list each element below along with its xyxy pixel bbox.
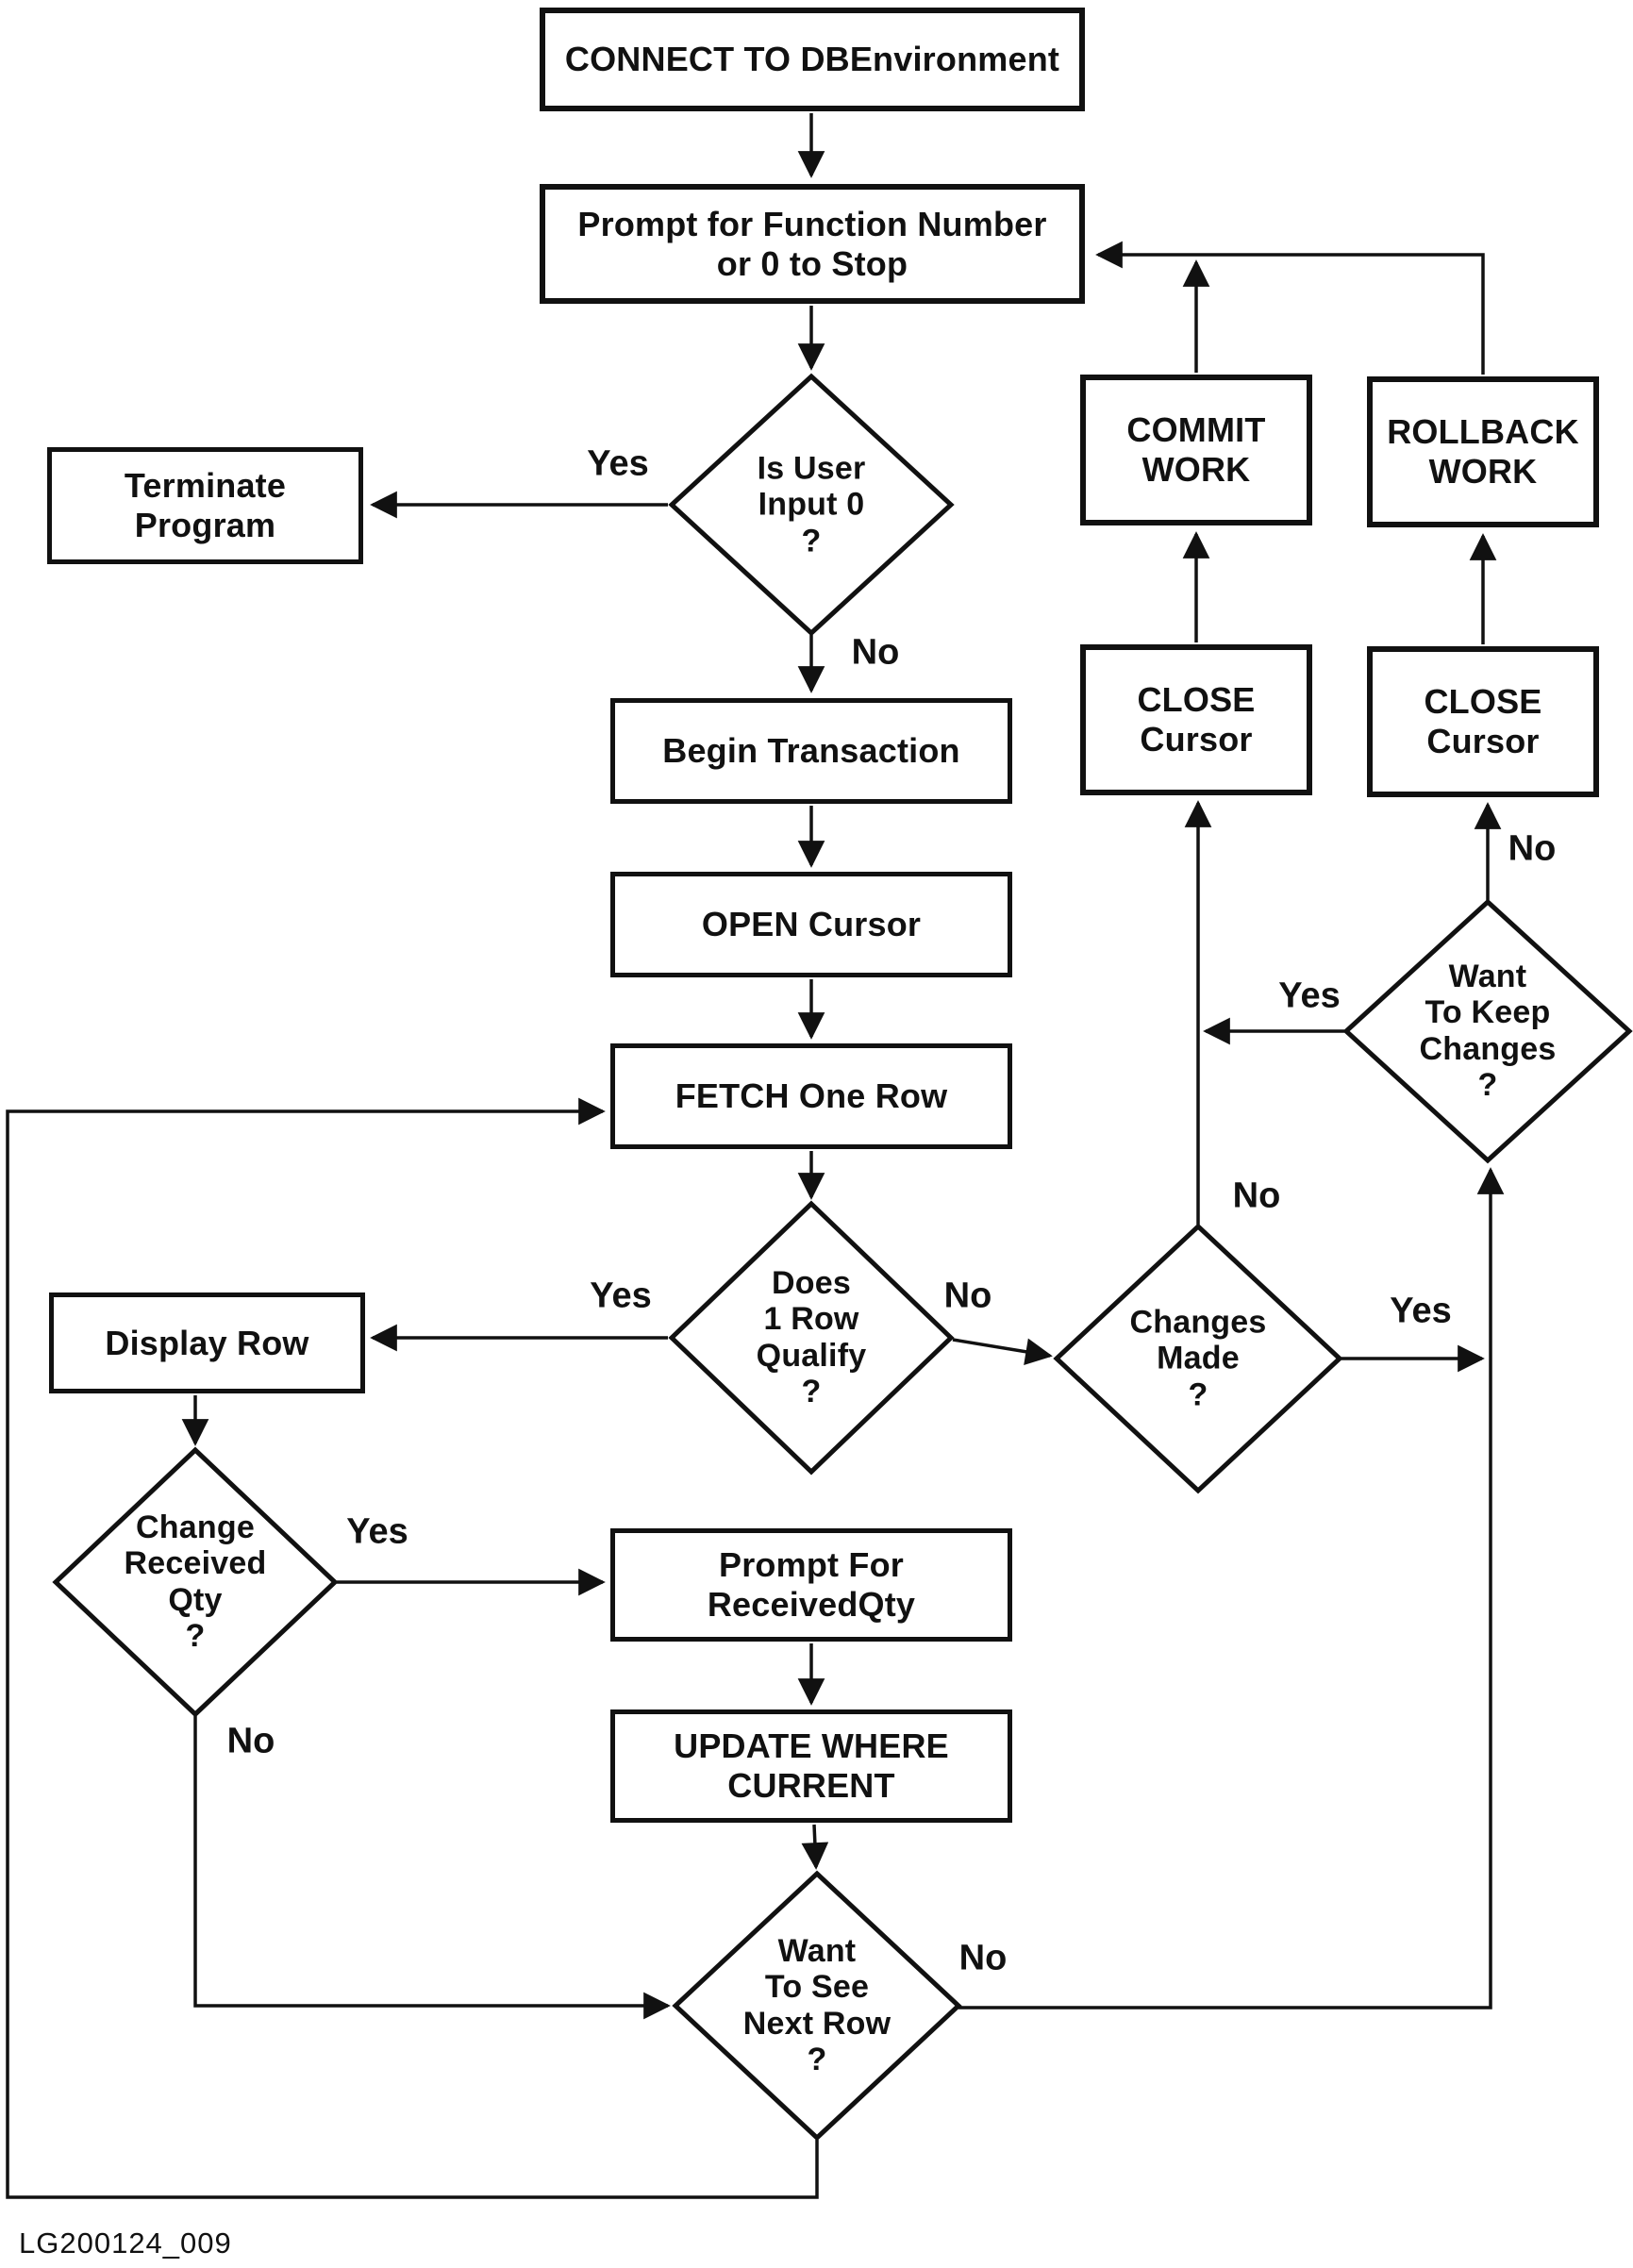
want-to-keep-changes-diamond-shape — [1342, 898, 1633, 1164]
chgqty-yes-label: Yes — [346, 1511, 408, 1552]
want-to-see-next-row-diamond-shape — [672, 1870, 962, 2142]
want-to-keep-changes-diamond: Want To Keep Changes ? — [1419, 959, 1557, 1104]
update-where-current-box: UPDATE WHERE CURRENT — [610, 1709, 1012, 1823]
qualify-yes-label: Yes — [590, 1276, 652, 1316]
change-received-qty-diamond-shape — [52, 1446, 339, 1718]
want-to-see-next-row-diamond: Want To See Next Row ? — [742, 1933, 891, 2078]
keep-changes-no-label: No — [1508, 828, 1557, 869]
terminate-program-box: Terminate Program — [47, 447, 363, 564]
display-row-box: Display Row — [49, 1292, 365, 1393]
changes-made-diamond: Changes Made ? — [1129, 1304, 1267, 1413]
changes-made-diamond-shape — [1053, 1223, 1343, 1494]
figure-id-caption: LG200124_009 — [19, 2226, 232, 2260]
is-user-input-0-diamond-shape — [668, 373, 955, 637]
input0-yes-label: Yes — [587, 443, 649, 484]
fetch-one-row-box: FETCH One Row — [610, 1043, 1012, 1149]
input0-no-label: No — [851, 632, 900, 673]
chgqty-no-label: No — [226, 1721, 275, 1761]
does-1-row-qualify-diamond-shape — [668, 1200, 955, 1476]
commit-work-box: COMMIT WORK — [1080, 375, 1312, 525]
next-row-no-label: No — [958, 1938, 1008, 1978]
changes-yes-label: Yes — [1390, 1291, 1452, 1331]
close-cursor-rollback-box: CLOSE Cursor — [1367, 646, 1599, 797]
changes-no-label: No — [1232, 1176, 1281, 1216]
rollback-work-box: ROLLBACK WORK — [1367, 376, 1599, 527]
prompt-function-box: Prompt for Function Number or 0 to Stop — [540, 184, 1085, 304]
is-user-input-0-diamond: Is User Input 0 ? — [757, 450, 866, 559]
keep-changes-yes-label: Yes — [1278, 976, 1341, 1016]
begin-transaction-box: Begin Transaction — [610, 698, 1012, 804]
qualify-no-label: No — [943, 1276, 992, 1316]
close-cursor-commit-box: CLOSE Cursor — [1080, 644, 1312, 795]
open-cursor-box: OPEN Cursor — [610, 872, 1012, 977]
does-1-row-qualify-diamond: Does 1 Row Qualify ? — [756, 1265, 867, 1410]
prompt-receivedqty-box: Prompt For ReceivedQty — [610, 1528, 1012, 1642]
change-received-qty-diamond: Change Received Qty ? — [124, 1509, 267, 1655]
connect-box: CONNECT TO DBEnvironment — [540, 8, 1085, 111]
